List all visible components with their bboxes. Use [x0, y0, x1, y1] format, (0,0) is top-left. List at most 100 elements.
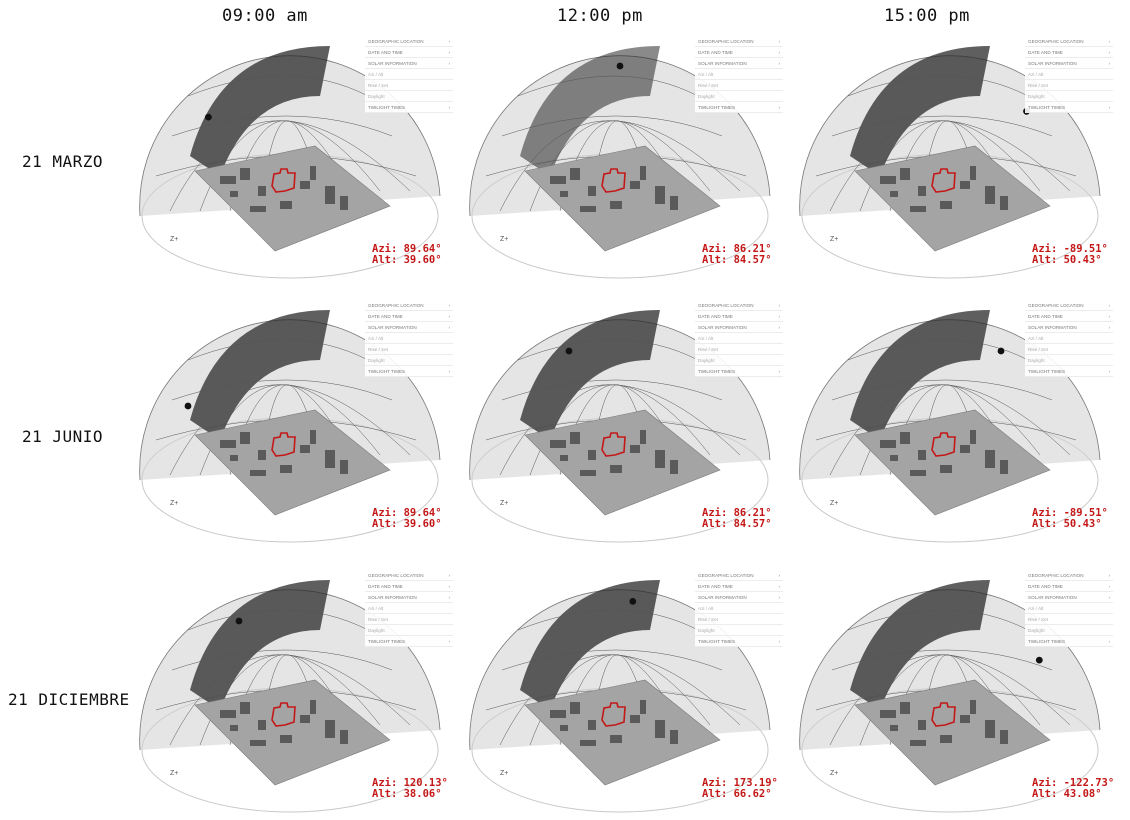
building-block — [570, 432, 580, 444]
panel-solar-information-label: SOLAR INFORMATION — [698, 324, 747, 330]
building-block — [630, 181, 640, 189]
building-block — [655, 720, 665, 738]
panel-solar-information[interactable]: SOLAR INFORMATION› — [695, 322, 783, 333]
solar-info-panel: GEOGRAPHIC LOCATION› DATE AND TIME › SOLA… — [365, 36, 453, 113]
panel-date-time[interactable]: DATE AND TIME› — [1025, 581, 1113, 592]
panel-twilight-times-label: TWILIGHT TIMES — [368, 368, 406, 374]
panel-rise-set-label: Rise / Set — [368, 346, 388, 352]
panel-geographic-location[interactable]: GEOGRAPHIC LOCATION› — [365, 570, 453, 581]
north-label: Z+ — [170, 500, 178, 507]
building-block — [310, 700, 316, 714]
panel-solar-information[interactable]: SOLAR INFORMATION› — [695, 58, 783, 69]
chevron-right-icon: › — [448, 49, 450, 55]
panel-daylight-row: Daylight — [365, 625, 453, 636]
building-block — [550, 176, 566, 184]
panel-geographic-location[interactable]: GEOGRAPHIC LOCATION› — [365, 300, 453, 311]
building-block — [588, 186, 596, 196]
panel-solar-information[interactable]: SOLAR INFORMATION› — [365, 322, 453, 333]
panel-twilight-times[interactable]: TWILIGHT TIMES› — [1025, 366, 1113, 377]
dome-meridian — [829, 654, 1071, 746]
panel-date-time[interactable]: DATE AND TIME› — [695, 311, 783, 322]
panel-azi-alt-label: Azi / Alt — [368, 335, 384, 341]
building-block — [880, 710, 896, 718]
building-block — [560, 725, 568, 731]
building-blocks — [550, 700, 678, 746]
site-outline-highlight — [601, 168, 626, 193]
azimuth-readout: Azi: 173.19° — [702, 777, 778, 789]
panel-solar-information[interactable]: SOLAR INFORMATION› — [1025, 58, 1113, 69]
panel-daylight-row: Daylight — [1025, 625, 1113, 636]
panel-twilight-times[interactable]: TWILIGHT TIMES› — [365, 102, 453, 113]
building-block — [880, 176, 896, 184]
building-block — [960, 715, 970, 723]
panel-rise-set-row: Rise / Set — [695, 344, 783, 355]
panel-twilight-times[interactable]: TWILIGHT TIMES› — [695, 636, 783, 647]
panel-twilight-times[interactable]: TWILIGHT TIMES› — [1025, 102, 1113, 113]
panel-date-time[interactable]: DATE AND TIME› — [695, 47, 783, 58]
solar-info-panel: GEOGRAPHIC LOCATION› DATE AND TIME› SOLA… — [695, 570, 783, 647]
dome-meridian — [169, 654, 411, 746]
sun-position-readout: Azi: -89.51° Alt: 50.43° — [1032, 508, 1108, 530]
panel-date-time[interactable]: DATE AND TIME › — [365, 47, 453, 58]
panel-geographic-location[interactable]: GEOGRAPHIC LOCATION› — [1025, 300, 1113, 311]
panel-geographic-location[interactable]: GEOGRAPHIC LOCATION› — [365, 36, 453, 47]
panel-geographic-location-label: GEOGRAPHIC LOCATION — [368, 572, 424, 578]
sun-position-readout: Azi: 89.64° Alt: 39.60° — [372, 244, 442, 266]
building-block — [230, 725, 238, 731]
chevron-right-icon: › — [1108, 324, 1110, 330]
panel-date-time[interactable]: DATE AND TIME› — [365, 311, 453, 322]
panel-twilight-times[interactable]: TWILIGHT TIMES› — [365, 366, 453, 377]
panel-twilight-times[interactable]: TWILIGHT TIMES› — [1025, 636, 1113, 647]
panel-twilight-times[interactable]: TWILIGHT TIMES› — [695, 102, 783, 113]
dome-meridian — [499, 654, 741, 746]
building-block — [670, 460, 678, 474]
building-block — [240, 702, 250, 714]
panel-solar-information-label: SOLAR INFORMATION — [368, 60, 417, 66]
chevron-right-icon: › — [778, 302, 780, 308]
panel-solar-information[interactable]: SOLAR INFORMATION› — [1025, 322, 1113, 333]
solar-info-panel: GEOGRAPHIC LOCATION› DATE AND TIME› SOLA… — [695, 300, 783, 377]
panel-date-time[interactable]: DATE AND TIME› — [695, 581, 783, 592]
sun-position-readout: Azi: -89.51° Alt: 50.43° — [1032, 244, 1108, 266]
panel-daylight-row: Daylight — [365, 91, 453, 102]
building-block — [1000, 730, 1008, 744]
building-blocks — [550, 166, 678, 212]
panel-rise-set-label: Rise / Set — [368, 82, 388, 88]
building-block — [918, 720, 926, 730]
panel-geographic-location[interactable]: GEOGRAPHIC LOCATION› — [695, 300, 783, 311]
sun-path-diagram: Z+ — [469, 46, 771, 279]
building-block — [1000, 196, 1008, 210]
building-block — [900, 168, 910, 180]
north-label: Z+ — [500, 500, 508, 507]
panel-twilight-times[interactable]: TWILIGHT TIMES› — [365, 636, 453, 647]
chevron-right-icon: › — [448, 302, 450, 308]
panel-solar-information[interactable]: SOLAR INFORMATION› — [365, 592, 453, 603]
site-outline-highlight — [271, 168, 296, 193]
panel-date-time[interactable]: DATE AND TIME› — [365, 581, 453, 592]
panel-geographic-location[interactable]: GEOGRAPHIC LOCATION› — [1025, 570, 1113, 581]
panel-date-time[interactable]: DATE AND TIME› — [1025, 311, 1113, 322]
panel-solar-information[interactable]: SOLAR INFORMATION› — [1025, 592, 1113, 603]
dome-parallel — [501, 649, 723, 671]
dome-shaded-region — [850, 310, 990, 440]
panel-twilight-times[interactable]: TWILIGHT TIMES› — [695, 366, 783, 377]
panel-geographic-location[interactable]: GEOGRAPHIC LOCATION› — [695, 36, 783, 47]
building-block — [640, 430, 646, 444]
building-block — [230, 191, 238, 197]
panel-azi-alt-label: Azi / Alt — [368, 605, 384, 611]
dome-parallel — [171, 379, 393, 401]
panel-solar-information[interactable]: SOLAR INFORMATION› — [365, 58, 453, 69]
panel-geographic-location[interactable]: GEOGRAPHIC LOCATION› — [695, 570, 783, 581]
altitude-readout: Alt: 50.43° — [1032, 518, 1102, 530]
panel-date-time-label: DATE AND TIME — [368, 49, 403, 55]
panel-solar-information[interactable]: SOLAR INFORMATION› — [695, 592, 783, 603]
dome-parallel — [517, 609, 699, 631]
sun-path-diagram: Z+ — [469, 580, 771, 813]
panel-date-time[interactable]: DATE AND TIME› — [1025, 47, 1113, 58]
chevron-right-icon: › — [1108, 60, 1110, 66]
panel-geographic-location[interactable]: GEOGRAPHIC LOCATION› — [1025, 36, 1113, 47]
panel-rise-set-row: Rise / Set — [1025, 80, 1113, 91]
site-outline-highlight — [601, 702, 626, 727]
panel-azi-alt-row: Azi / Alt — [365, 333, 453, 344]
building-block — [230, 455, 238, 461]
